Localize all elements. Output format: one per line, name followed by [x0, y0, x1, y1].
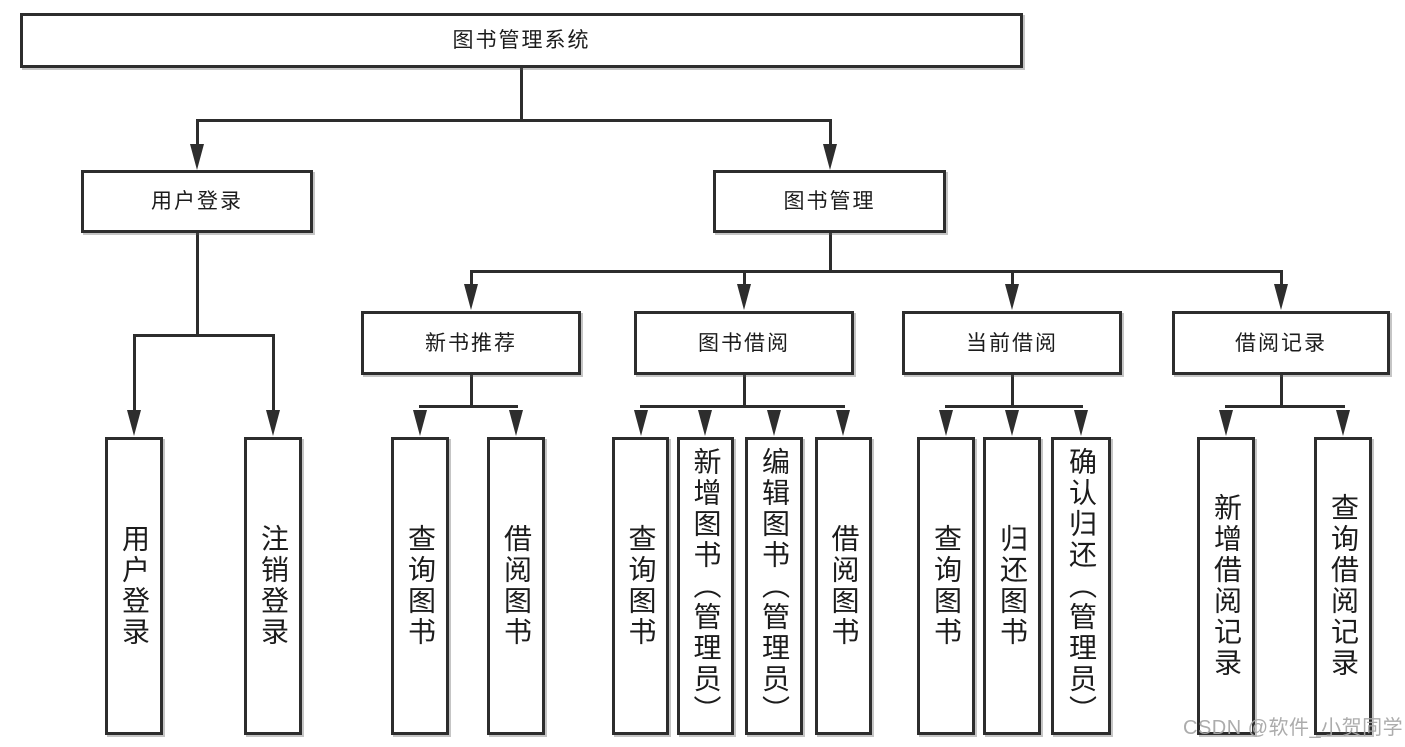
leaf-borrow-books-2-label: 借阅图书 — [828, 524, 860, 648]
csdn-watermark: CSDN @软件_小贺同学 — [1183, 717, 1404, 739]
arrow-down-icon — [939, 410, 953, 436]
node-new-book-recommend: 新书推荐 — [361, 311, 581, 375]
arrow-down-icon — [1336, 410, 1350, 436]
arrow-down-icon — [634, 410, 648, 436]
leaf-query-books-1-label: 查询图书 — [405, 524, 436, 648]
arrow-down-icon — [266, 410, 280, 436]
connector-line — [829, 121, 832, 147]
node-root-label: 图书管理系统 — [452, 29, 591, 52]
leaf-borrow-books-1: 借阅图书 — [487, 437, 545, 735]
connector-line — [743, 272, 746, 287]
arrow-down-icon — [698, 410, 712, 436]
leaf-query-books-3: 查询图书 — [917, 437, 975, 735]
leaf-logout-label: 注销登录 — [258, 524, 289, 648]
node-book-borrow: 图书借阅 — [634, 311, 854, 375]
node-current-borrow-label: 当前借阅 — [966, 331, 1058, 355]
arrow-down-icon — [127, 410, 141, 436]
leaf-add-book-admin-label: 新增图书（管理员） — [690, 446, 722, 726]
leaf-add-borrow-record: 新增借阅记录 — [1197, 437, 1255, 735]
leaf-borrow-books-1-label: 借阅图书 — [501, 524, 532, 648]
node-user-login-label: 用户登录 — [151, 190, 243, 213]
arrow-down-icon — [767, 410, 781, 436]
connector-line — [945, 405, 1083, 408]
arrow-down-icon — [190, 144, 204, 170]
connector-line — [1225, 405, 1345, 408]
connector-line — [1280, 272, 1283, 287]
leaf-query-borrow-record-label: 查询借阅记录 — [1328, 493, 1359, 679]
connector-line — [470, 375, 473, 407]
arrow-down-icon — [823, 144, 837, 170]
arrow-down-icon — [836, 410, 850, 436]
arrow-down-icon — [1274, 284, 1288, 310]
connector-line — [520, 68, 523, 120]
arrow-down-icon — [464, 284, 478, 310]
connector-line — [196, 233, 199, 336]
node-user-login: 用户登录 — [81, 170, 313, 233]
arrow-down-icon — [1219, 410, 1233, 436]
arrow-down-icon — [737, 284, 751, 310]
node-book-management: 图书管理 — [713, 170, 946, 233]
leaf-confirm-return-admin: 确认归还（管理员） — [1051, 437, 1111, 735]
node-new-book-recommend-label: 新书推荐 — [425, 331, 517, 355]
connector-line — [1011, 375, 1014, 407]
leaf-add-book-admin: 新增图书（管理员） — [677, 437, 734, 735]
connector-line — [1280, 375, 1283, 407]
node-root: 图书管理系统 — [20, 13, 1023, 68]
node-borrow-records: 借阅记录 — [1172, 311, 1390, 375]
leaf-return-book: 归还图书 — [983, 437, 1041, 735]
node-borrow-records-label: 借阅记录 — [1235, 331, 1327, 355]
leaf-query-books-1: 查询图书 — [391, 437, 449, 735]
leaf-user-login: 用户登录 — [105, 437, 163, 735]
node-book-borrow-label: 图书借阅 — [698, 331, 790, 355]
node-book-management-label: 图书管理 — [783, 190, 876, 213]
leaf-query-books-2: 查询图书 — [612, 437, 669, 735]
leaf-query-borrow-record: 查询借阅记录 — [1314, 437, 1372, 735]
connector-line — [133, 336, 136, 413]
connector-line — [743, 375, 746, 407]
leaf-query-books-2-label: 查询图书 — [625, 524, 657, 648]
arrow-down-icon — [1074, 410, 1088, 436]
leaf-edit-book-admin: 编辑图书（管理员） — [745, 437, 803, 735]
connector-line — [419, 405, 518, 408]
arrow-down-icon — [1005, 410, 1019, 436]
leaf-edit-book-admin-label: 编辑图书（管理员） — [759, 446, 790, 726]
node-current-borrow: 当前借阅 — [902, 311, 1122, 375]
leaf-logout: 注销登录 — [244, 437, 302, 735]
connector-line — [196, 121, 199, 147]
connector-line — [470, 270, 1283, 273]
arrow-down-icon — [1005, 284, 1019, 310]
connector-line — [272, 336, 275, 413]
leaf-borrow-books-2: 借阅图书 — [815, 437, 872, 735]
connector-line — [133, 334, 275, 337]
leaf-confirm-return-admin-label: 确认归还（管理员） — [1066, 446, 1097, 726]
connector-line — [1011, 272, 1014, 287]
connector-line — [196, 119, 832, 122]
leaf-query-books-3-label: 查询图书 — [931, 524, 962, 648]
connector-line — [829, 233, 832, 271]
arrow-down-icon — [413, 410, 427, 436]
leaf-user-login-label: 用户登录 — [119, 524, 150, 648]
connector-line — [470, 272, 473, 287]
connector-line — [640, 405, 845, 408]
leaf-add-borrow-record-label: 新增借阅记录 — [1211, 493, 1242, 679]
leaf-return-book-label: 归还图书 — [997, 524, 1028, 648]
arrow-down-icon — [509, 410, 523, 436]
